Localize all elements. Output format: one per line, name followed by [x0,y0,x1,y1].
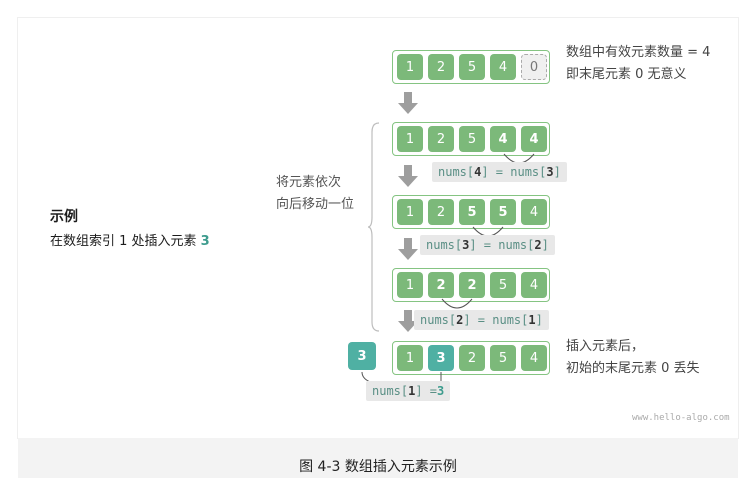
array-cell: 4 [521,199,547,225]
array-cell: 2 [428,126,454,152]
note-bottom: 插入元素后， 初始的末尾元素 0 丢失 [566,336,700,380]
op-label: nums[3] = nums[2] [420,235,555,255]
brace-icon [368,122,380,332]
array-cell: 5 [490,272,516,298]
array-cell: 5 [490,345,516,371]
insert-element: 3 [348,342,376,370]
array-cell: 2 [428,272,454,298]
array-cell: 4 [521,272,547,298]
down-arrow-icon [398,92,418,114]
down-arrow-icon [398,310,418,332]
caption-bar [18,438,738,478]
shift-label: 将元素依次 向后移动一位 [276,172,366,216]
array-cell: 1 [397,199,423,225]
array-cell: 2 [459,345,485,371]
shift-label-line-1: 将元素依次 [276,175,342,190]
description-value: 3 [200,234,210,249]
down-arrow-icon [398,238,418,260]
array-cell: 3 [428,345,454,371]
figure-caption: 图 4-3 数组插入元素示例 [299,459,457,475]
array-cell: 2 [428,54,454,80]
op-label: nums[4] = nums[3] [432,162,567,182]
array-cell: 4 [490,54,516,80]
shift-label-line-2: 向后移动一位 [276,197,355,212]
array-cell: 1 [397,126,423,152]
watermark: www.hello-algo.com [632,413,730,423]
example-title: 示例 [50,209,78,225]
array-cell: 4 [521,345,547,371]
array-cell: 5 [459,54,485,80]
description-text: 在数组索引 1 处插入元素 [50,234,201,249]
op-label: nums[2] = nums[1] [414,310,549,330]
array-cell: 5 [459,199,485,225]
example-description: 在数组索引 1 处插入元素 3 [50,230,210,249]
note-top-line-1: 数组中有效元素数量 = 4 [566,45,711,60]
array-cell: 2 [428,199,454,225]
down-arrow-icon [398,165,418,187]
note-bottom-line-2: 初始的末尾元素 0 丢失 [566,361,700,376]
array-cell: 1 [397,272,423,298]
note-top-line-2: 即末尾元素 0 无意义 [566,67,687,82]
array-cell: 1 [397,54,423,80]
diagram-canvas [18,18,738,438]
array-cell: 2 [459,272,485,298]
array-cell: 5 [459,126,485,152]
op-label: nums[1] = 3 [366,381,451,401]
array-cell: 5 [490,199,516,225]
note-top: 数组中有效元素数量 = 4 即末尾元素 0 无意义 [566,42,710,86]
array-cell: 1 [397,345,423,371]
note-bottom-line-1: 插入元素后， [566,339,645,354]
array-cell: 4 [490,126,516,152]
array-cell: 4 [521,126,547,152]
array-cell: 0 [521,54,547,80]
